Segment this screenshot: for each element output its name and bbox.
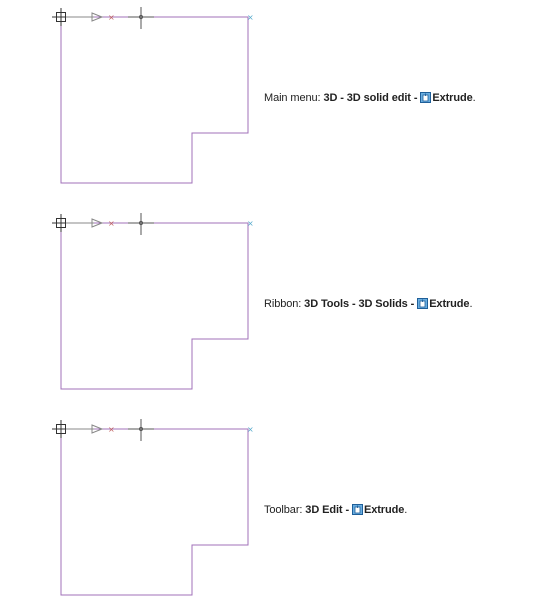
extrude-icon [420, 92, 432, 103]
toolbar-path: 3D Edit - [305, 504, 352, 516]
endpoint-marker-icon: × [247, 13, 254, 22]
extrude-command[interactable]: Extrude [363, 504, 405, 516]
ribbon-path: 3D Tools - 3D Solids - [304, 298, 418, 310]
menu-path: 3D - 3D solid edit - [323, 92, 421, 104]
extrude-icon [351, 504, 363, 515]
endpoint-marker-icon: × [247, 425, 254, 434]
drawing-viewport: × × [52, 419, 254, 596]
caption-prefix: Ribbon: [264, 298, 305, 310]
caption-main-menu: Main menu: 3D - 3D solid edit - Extrude. [264, 91, 476, 105]
drawing-viewport: × × [52, 213, 254, 390]
cross-marker-icon: × [108, 425, 115, 434]
crosshair-cursor-icon [128, 7, 154, 29]
cross-marker-icon: × [108, 219, 115, 228]
caption-end: . [469, 298, 473, 310]
cross-marker-icon: × [108, 13, 115, 22]
caption-end: . [472, 92, 476, 104]
polyline-outline [60, 428, 249, 596]
direction-arrow-icon [66, 424, 104, 434]
extrude-command[interactable]: Extrude [429, 298, 470, 310]
polyline-outline [60, 16, 249, 184]
instruction-row-main-menu: × × Main menu: 3D - 3D solid edit - Extr… [0, 0, 547, 200]
crosshair-cursor-icon [128, 419, 154, 441]
caption-toolbar: Toolbar: 3D Edit - Extrude. [264, 503, 407, 517]
endpoint-marker-icon: × [247, 219, 254, 228]
caption-end: . [404, 504, 408, 516]
drawing-viewport: × × [52, 7, 254, 184]
instruction-row-toolbar: × × Toolbar: 3D Edit - Extrude. [0, 412, 547, 612]
direction-arrow-icon [66, 12, 104, 22]
direction-arrow-icon [66, 218, 104, 228]
instruction-row-ribbon: × × Ribbon: 3D Tools - 3D Solids - Extru… [0, 206, 547, 406]
crosshair-cursor-icon [128, 213, 154, 235]
caption-ribbon: Ribbon: 3D Tools - 3D Solids - Extrude. [264, 297, 473, 311]
caption-prefix: Main menu: [264, 92, 324, 104]
extrude-command[interactable]: Extrude [432, 92, 473, 104]
extrude-icon [417, 298, 429, 309]
caption-prefix: Toolbar: [264, 504, 306, 516]
polyline-outline [60, 222, 249, 390]
